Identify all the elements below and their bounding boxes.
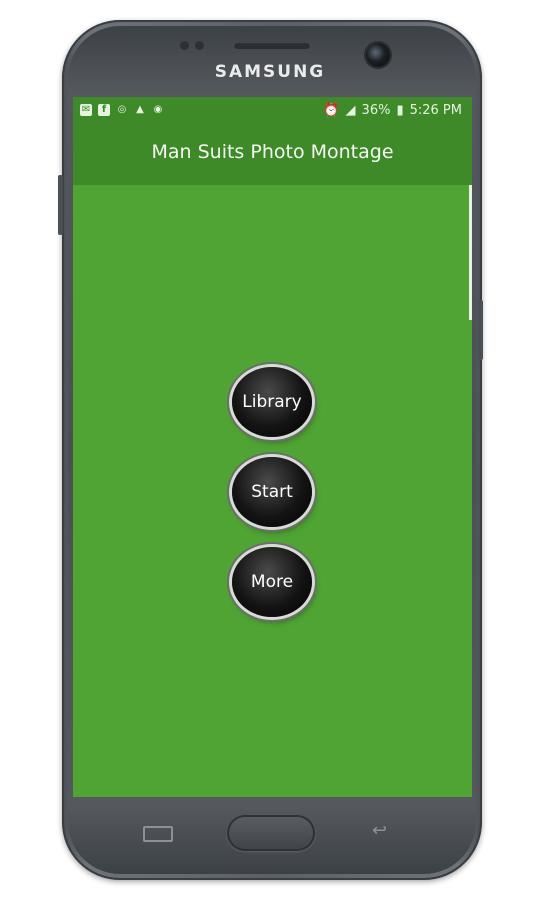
facebook-icon: f [98, 104, 110, 116]
scroll-indicator [469, 185, 472, 320]
app-icon: ◉ [153, 104, 163, 115]
proximity-sensor [180, 41, 189, 50]
notification-icons: ✉ f ◎ ▲ ◉ [80, 104, 164, 116]
earpiece-speaker [234, 42, 310, 49]
status-bar: ✉ f ◎ ▲ ◉ ⏰ ◢ 36% ▮ 5:26 PM [73, 97, 472, 127]
clock: 5:26 PM [409, 103, 462, 118]
start-button[interactable]: Start [232, 457, 312, 527]
app-title: Man Suits Photo Montage [151, 141, 394, 163]
messaging-icon: ✉ [80, 104, 92, 116]
volume-button [58, 175, 63, 235]
back-icon[interactable]: ↩ [372, 820, 388, 841]
system-status: ⏰ ◢ 36% ▮ 5:26 PM [323, 103, 462, 118]
battery-icon: ▮ [396, 103, 404, 118]
light-sensor [195, 41, 204, 50]
phone-screen: ✉ f ◎ ▲ ◉ ⏰ ◢ 36% ▮ 5:26 PM Man Suits Ph… [73, 97, 472, 797]
device-brand: SAMSUNG [214, 62, 326, 82]
front-camera [366, 43, 390, 67]
whatsapp-icon: ◎ [117, 104, 127, 115]
alert-icon: ▲ [136, 104, 144, 115]
app-bar: Man Suits Photo Montage [73, 127, 472, 185]
recent-apps-icon[interactable] [143, 826, 173, 842]
alarm-icon: ⏰ [323, 103, 340, 118]
more-button[interactable]: More [232, 547, 312, 617]
home-button[interactable] [227, 815, 315, 851]
library-button[interactable]: Library [232, 367, 312, 437]
power-button [478, 300, 483, 360]
battery-percent: 36% [361, 103, 391, 118]
signal-icon: ◢ [345, 103, 356, 118]
